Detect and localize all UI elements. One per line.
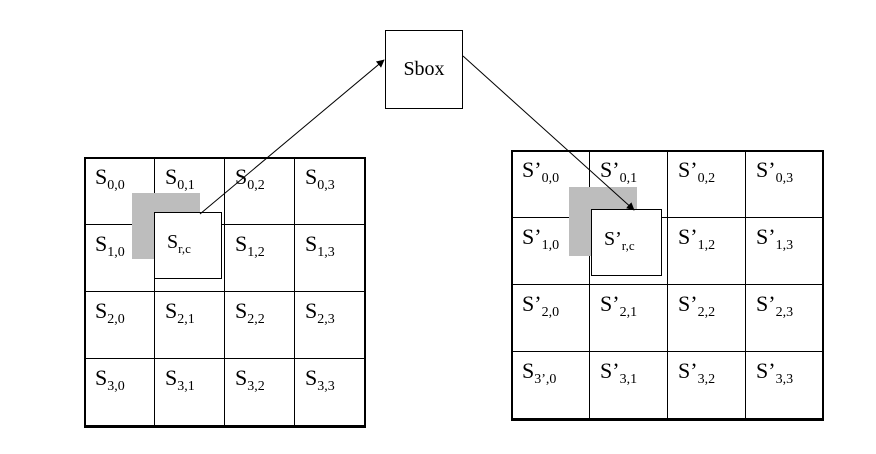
cell-label: S3,3 <box>305 365 335 394</box>
cell-label: S’0,1 <box>600 157 638 186</box>
left-highlight-cell: Sr,c <box>154 212 222 279</box>
cell-label: S2,3 <box>305 298 335 327</box>
sbox-node: Sbox <box>385 30 463 109</box>
sbox-label: Sbox <box>403 58 445 80</box>
cell-3-0: S3,0 <box>84 358 155 426</box>
cell-label: S1,3 <box>305 231 335 260</box>
right-highlight-label: S’r,c <box>604 228 635 253</box>
cell-label: S’3,3 <box>756 358 794 387</box>
cell-3-1: S3,1 <box>154 358 225 426</box>
cell-label: S2,0 <box>95 298 125 327</box>
cell-label: S1,0 <box>95 231 125 260</box>
cell-label: S3,2 <box>235 365 265 394</box>
left-highlight-label: Sr,c <box>167 231 191 256</box>
cell-2-3: S’2,3 <box>745 284 824 352</box>
cell-label: S’2,2 <box>678 291 716 320</box>
cell-label: S0,1 <box>165 164 195 193</box>
cell-label: S2,2 <box>235 298 265 327</box>
cell-label: S0,0 <box>95 164 125 193</box>
cell-3-3: S’3,3 <box>745 351 824 419</box>
arrow-from-sbox <box>462 55 635 211</box>
cell-label: S3,1 <box>165 365 195 394</box>
arrow-to-sbox <box>199 59 385 215</box>
cell-label: S’1,2 <box>678 224 716 253</box>
cell-label: S’2,0 <box>522 291 560 320</box>
cell-label: S2,1 <box>165 298 195 327</box>
cell-label: S’1,3 <box>756 224 794 253</box>
cell-label: S’2,3 <box>756 291 794 320</box>
right-highlight-cell: S’r,c <box>591 209 662 276</box>
cell-label: S’0,3 <box>756 157 794 186</box>
cell-2-1: S2,1 <box>154 291 225 359</box>
cell-label: S’1,0 <box>522 224 560 253</box>
cell-3-3: S3,3 <box>294 358 365 426</box>
cell-label: S’2,1 <box>600 291 638 320</box>
cell-label: S’3,1 <box>600 358 638 387</box>
cell-label: S3,0 <box>95 365 125 394</box>
left-state-grid: S0,0S0,1S0,2S0,3S1,0S1,1S1,2S1,3S2,0S2,1… <box>84 157 366 428</box>
cell-2-2: S2,2 <box>224 291 295 359</box>
cell-label: S0,3 <box>305 164 335 193</box>
right-state-grid: S’0,0S’0,1S’0,2S’0,3S’1,0S’1,1S’1,2S’1,3… <box>511 150 824 421</box>
cell-label: S3’,0 <box>522 358 557 387</box>
cell-label: S’0,0 <box>522 157 560 186</box>
cell-label: S1,2 <box>235 231 265 260</box>
cell-label: S’0,2 <box>678 157 716 186</box>
cell-3-2: S3,2 <box>224 358 295 426</box>
cell-label: S’3,2 <box>678 358 716 387</box>
